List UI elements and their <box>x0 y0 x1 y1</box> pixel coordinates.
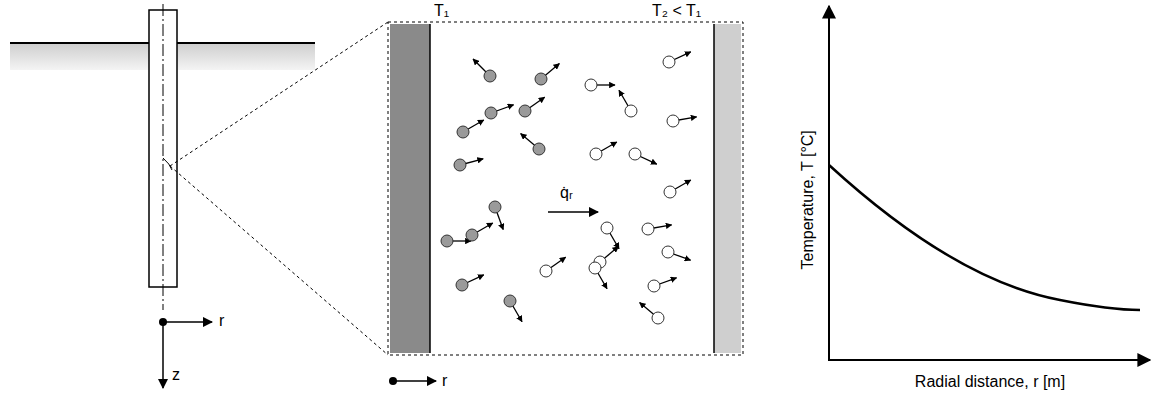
molecule <box>456 279 468 291</box>
temperature-label: T₂ < T₁ <box>652 2 701 20</box>
axis-title: Radial distance, r [m] <box>915 373 1065 391</box>
cold-wall <box>714 24 741 353</box>
zoom-line <box>170 166 388 355</box>
axis-arrow <box>162 322 164 388</box>
molecule <box>533 143 545 155</box>
heat-flux-arrow <box>548 211 598 213</box>
molecule <box>454 159 466 171</box>
centerline <box>163 4 164 310</box>
wall-face <box>713 24 715 353</box>
temperature-label: T₁ <box>434 2 449 20</box>
zoom-line <box>170 22 388 166</box>
axis-label: z <box>172 366 180 384</box>
molecules <box>441 52 697 324</box>
detail-mark <box>163 158 172 170</box>
molecule <box>585 79 597 91</box>
molecule <box>504 295 516 307</box>
molecule <box>589 262 601 274</box>
molecule <box>648 280 660 292</box>
molecule <box>642 223 654 235</box>
molecule <box>484 70 496 82</box>
axis-arrow <box>393 380 436 382</box>
molecule <box>489 201 501 213</box>
molecule <box>662 246 674 258</box>
molecule <box>667 115 679 127</box>
zoom-frame <box>388 22 743 355</box>
axis-label: r <box>219 312 224 330</box>
heat-flux-label: q̇ᵣ <box>560 184 573 202</box>
axis-arrow <box>163 321 212 323</box>
molecule <box>519 105 531 117</box>
axis-label: r <box>442 372 447 390</box>
molecule <box>466 229 478 241</box>
molecule <box>485 107 497 119</box>
molecule <box>540 265 552 277</box>
molecule <box>652 312 664 324</box>
molecule <box>535 73 547 85</box>
molecule <box>663 56 675 68</box>
molecule <box>457 126 469 138</box>
molecule <box>441 235 453 247</box>
molecule <box>590 148 602 160</box>
x-axis <box>828 359 1150 361</box>
temperature-curve <box>829 165 1140 310</box>
wall-face <box>429 24 431 353</box>
molecule <box>625 105 637 117</box>
molecule <box>601 222 613 234</box>
y-axis <box>828 6 830 360</box>
molecule <box>664 186 676 198</box>
hot-wall <box>390 24 430 353</box>
molecule <box>629 148 641 160</box>
axis-title: Temperature, T [°C] <box>799 130 817 269</box>
